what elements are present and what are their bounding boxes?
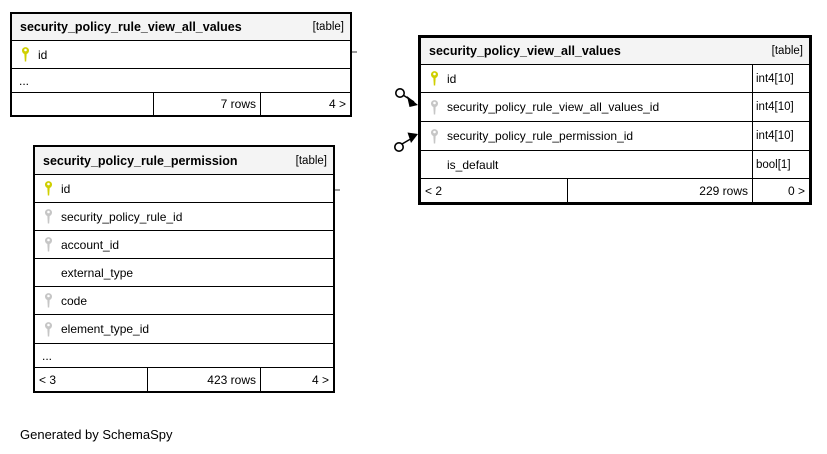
ellipsis-row: ... bbox=[12, 69, 350, 93]
table-header: security_policy_rule_permission [table] bbox=[35, 147, 333, 175]
column-name: account_id bbox=[61, 237, 120, 252]
footer-right: 4 > bbox=[260, 93, 350, 115]
column-type: int4[10] bbox=[752, 93, 809, 121]
primary-key-icon bbox=[35, 180, 61, 197]
ellipsis-row: ... bbox=[35, 344, 333, 368]
column-name: security_policy_rule_id bbox=[61, 209, 183, 224]
footer-row-count: 7 rows bbox=[153, 93, 260, 115]
column-name: id bbox=[447, 71, 457, 86]
column-row: id bbox=[12, 41, 350, 69]
column-type: bool[1] bbox=[752, 151, 809, 178]
column-row: security_policy_rule_view_all_values_id … bbox=[421, 93, 809, 122]
table-title: security_policy_rule_permission bbox=[43, 153, 238, 168]
footer-prev-count: < 3 bbox=[39, 372, 57, 387]
column-row: code bbox=[35, 287, 333, 315]
column-name: external_type bbox=[61, 265, 134, 280]
primary-key-icon bbox=[421, 70, 447, 87]
index-key-icon bbox=[35, 292, 61, 309]
footer-next-count: 0 > bbox=[752, 179, 809, 202]
index-key-icon bbox=[35, 236, 61, 253]
column-row: external_type bbox=[35, 259, 333, 287]
footer-row-count: 423 rows bbox=[147, 368, 260, 391]
index-key-icon bbox=[35, 321, 61, 338]
table-header: security_policy_view_all_values [table] bbox=[421, 38, 809, 65]
column-row: is_default bool[1] bbox=[421, 151, 809, 179]
column-row: id bbox=[35, 175, 333, 203]
connector-rule-view-all-values bbox=[394, 88, 418, 107]
column-name: security_policy_rule_view_all_values_id bbox=[447, 100, 660, 114]
index-key-icon bbox=[421, 99, 447, 116]
table-security_policy_rule_permission[interactable]: security_policy_rule_permission [table] … bbox=[33, 145, 335, 393]
column-name: code bbox=[61, 293, 88, 308]
table-footer: < 2 229 rows 0 > bbox=[421, 179, 809, 202]
table-title: security_policy_rule_view_all_values bbox=[20, 20, 242, 34]
primary-key-icon bbox=[12, 46, 38, 63]
footer-left bbox=[12, 93, 153, 115]
column-row: id int4[10] bbox=[421, 65, 809, 93]
column-type: int4[10] bbox=[752, 65, 809, 92]
table-footer: < 3 423 rows 4 > bbox=[35, 368, 333, 391]
column-row: security_policy_rule_id bbox=[35, 203, 333, 231]
column-name: security_policy_rule_permission_id bbox=[447, 129, 634, 143]
column-name: element_type_id bbox=[61, 322, 150, 336]
index-key-icon bbox=[421, 128, 447, 145]
column-name: is_default bbox=[447, 157, 499, 172]
footer-prev-count: < 2 bbox=[425, 183, 443, 198]
table-type-badge: [table] bbox=[312, 21, 344, 33]
column-row: security_policy_rule_permission_id int4[… bbox=[421, 122, 809, 151]
table-security_policy_view_all_values[interactable]: security_policy_view_all_values [table] … bbox=[418, 35, 812, 205]
column-type: int4[10] bbox=[752, 122, 809, 150]
table-type-badge: [table] bbox=[295, 154, 327, 167]
column-row: element_type_id bbox=[35, 315, 333, 344]
table-footer: 7 rows 4 > bbox=[12, 93, 350, 115]
column-row: account_id bbox=[35, 231, 333, 259]
column-name: id bbox=[38, 47, 48, 62]
table-header: security_policy_rule_view_all_values [ta… bbox=[12, 14, 350, 41]
footer-next-count: 4 > bbox=[260, 368, 333, 391]
column-name: id bbox=[61, 181, 71, 196]
footer-row-count: 229 rows bbox=[567, 179, 752, 202]
table-security_policy_rule_view_all_values[interactable]: security_policy_rule_view_all_values [ta… bbox=[10, 12, 352, 117]
index-key-icon bbox=[35, 208, 61, 225]
generated-by-note: Generated by SchemaSpy bbox=[20, 427, 173, 442]
table-title: security_policy_view_all_values bbox=[429, 44, 621, 58]
table-type-badge: [table] bbox=[771, 45, 803, 57]
connector-rule-permission bbox=[393, 132, 418, 153]
